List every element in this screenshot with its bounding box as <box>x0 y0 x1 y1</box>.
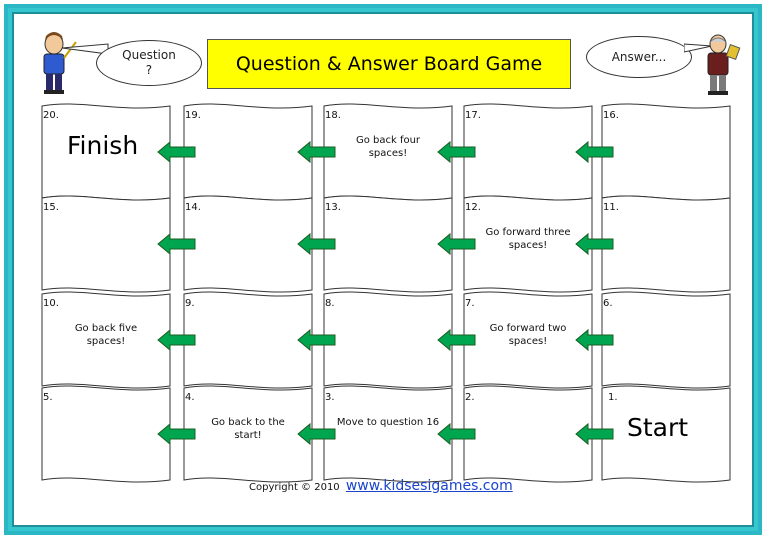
left-arrow-icon <box>437 328 476 352</box>
square-instruction: Move to question 16 <box>336 417 440 428</box>
board-square <box>601 195 731 293</box>
board-square <box>323 195 453 293</box>
left-arrow-icon <box>437 422 476 446</box>
square-instruction: Go back five spaces! <box>74 323 138 347</box>
answer-bubble: Answer... <box>586 36 692 78</box>
board-square <box>463 195 593 293</box>
footer: Copyright © 2010 www.kidsesigames.com <box>249 478 513 494</box>
left-arrow-icon <box>157 422 196 446</box>
square-number: 18. <box>325 110 341 121</box>
square-number: 2. <box>465 392 475 403</box>
square-number: 19. <box>185 110 201 121</box>
square-number: 14. <box>185 202 201 213</box>
square-number: 6. <box>603 298 613 309</box>
square-instruction: Go back four spaces! <box>355 135 421 159</box>
board-square <box>463 103 593 201</box>
left-arrow-icon <box>575 232 614 256</box>
board-square <box>41 195 171 293</box>
board-square <box>323 291 453 389</box>
square-number: 1. <box>608 392 618 403</box>
square-number: 8. <box>325 298 335 309</box>
board-square <box>463 385 593 483</box>
left-arrow-icon <box>157 140 196 164</box>
square-number: 16. <box>603 110 619 121</box>
square-number: 5. <box>43 392 53 403</box>
square-number: 12. <box>465 202 481 213</box>
square-number: 13. <box>325 202 341 213</box>
board-square <box>463 291 593 389</box>
board-square <box>601 291 731 389</box>
left-arrow-icon <box>297 422 336 446</box>
left-arrow-icon <box>437 232 476 256</box>
left-arrow-icon <box>297 328 336 352</box>
square-number: 10. <box>43 298 59 309</box>
square-number: 7. <box>465 298 475 309</box>
title-banner: Question & Answer Board Game <box>207 39 571 89</box>
square-number: 20. <box>43 110 59 121</box>
left-arrow-icon <box>575 328 614 352</box>
square-instruction: Go back to the start! <box>211 417 285 441</box>
question-bubble: Question ? <box>96 40 202 86</box>
teacher-right-icon <box>707 34 741 95</box>
left-arrow-icon <box>157 328 196 352</box>
board-square <box>41 291 171 389</box>
square-big-label: Start <box>627 413 689 442</box>
left-arrow-icon <box>297 140 336 164</box>
left-arrow-icon <box>437 140 476 164</box>
left-arrow-icon <box>575 422 614 446</box>
board-square <box>601 385 731 483</box>
square-number: 3. <box>325 392 335 403</box>
square-number: 11. <box>603 202 619 213</box>
square-number: 4. <box>185 392 195 403</box>
teacher-left-icon <box>43 32 77 94</box>
square-instruction: Go forward three spaces! <box>485 227 571 251</box>
website-link[interactable]: www.kidsesigames.com <box>345 478 513 494</box>
left-arrow-icon <box>297 232 336 256</box>
board-square <box>183 195 313 293</box>
board-square <box>183 385 313 483</box>
board-square <box>601 103 731 201</box>
square-big-label: Finish <box>67 131 139 160</box>
page-title: Question & Answer Board Game <box>235 53 543 75</box>
board-square <box>323 385 453 483</box>
square-number: 9. <box>185 298 195 309</box>
left-arrow-icon <box>157 232 196 256</box>
board-square <box>183 291 313 389</box>
board-square <box>41 385 171 483</box>
square-number: 15. <box>43 202 59 213</box>
square-instruction: Go forward two spaces! <box>489 323 567 347</box>
left-arrow-icon <box>575 140 614 164</box>
square-number: 17. <box>465 110 481 121</box>
answer-bubble-tail <box>684 43 713 53</box>
board-square <box>183 103 313 201</box>
copyright-text: Copyright © 2010 <box>249 482 340 493</box>
